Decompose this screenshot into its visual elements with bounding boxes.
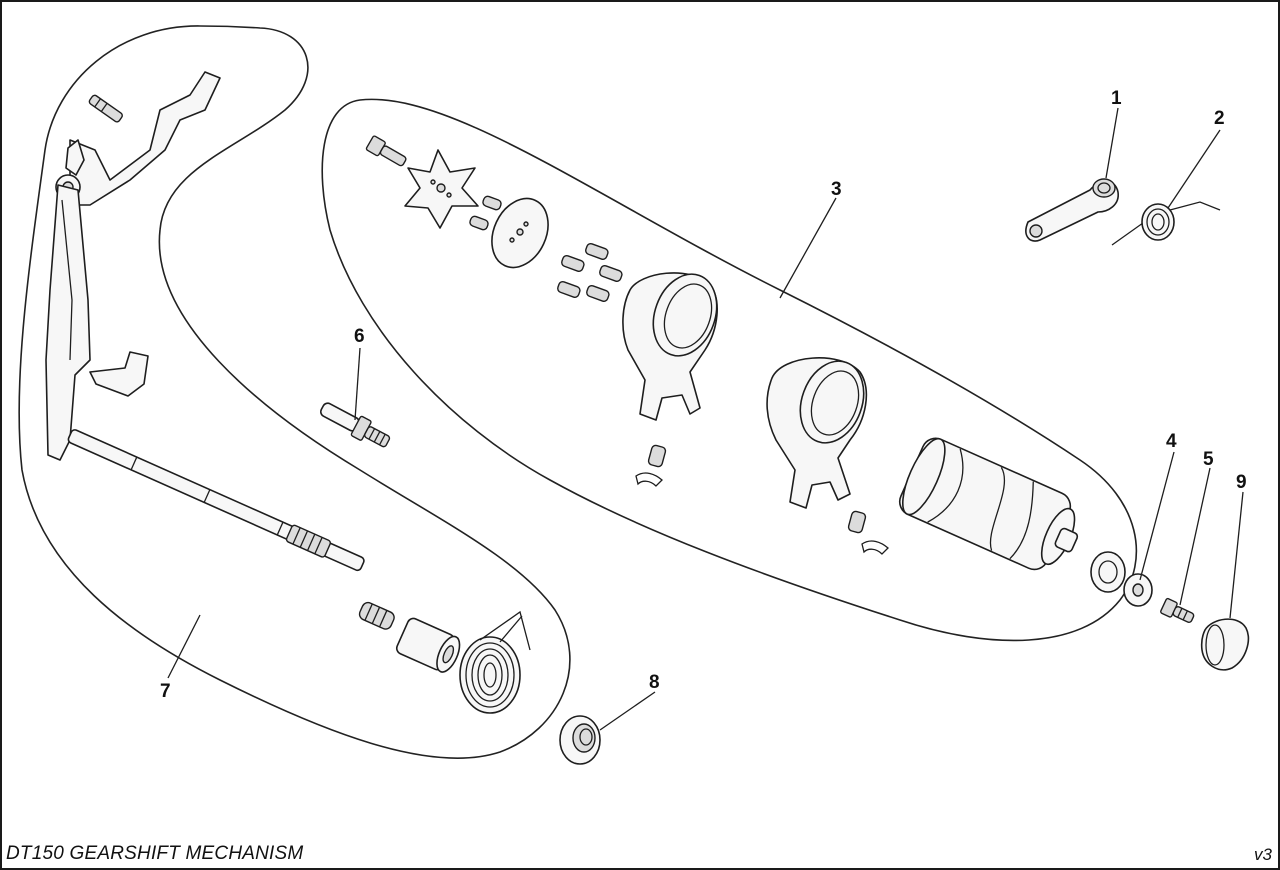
diagram-caption: DT150 GEARSHIFT MECHANISM: [6, 843, 304, 864]
callout-6: 6: [354, 326, 365, 347]
stud-bolt-part-6: [320, 402, 391, 448]
detent-lever-part-1: [1025, 178, 1119, 242]
leader-lines: [167, 107, 1244, 731]
oil-seal-part-8: [559, 715, 601, 765]
cap-part-9: [1200, 618, 1250, 671]
callout-2: 2: [1214, 108, 1225, 129]
washer-part-4: [1123, 573, 1153, 607]
shift-shaft-assembly: [45, 71, 531, 714]
callout-5: 5: [1203, 449, 1214, 470]
callout-4: 4: [1166, 431, 1177, 452]
shift-drum: [898, 437, 1079, 571]
group-outline-shift-drum: [321, 98, 1138, 642]
shift-fork-2: [766, 357, 868, 509]
shift-fork-1: [622, 272, 718, 421]
callout-1: 1: [1111, 88, 1122, 109]
shift-drum-group: [365, 135, 1079, 571]
callout-7: 7: [160, 681, 171, 702]
callout-8: 8: [649, 672, 660, 693]
drum-bearing: [1090, 551, 1126, 593]
group-outline-shift-shaft: [18, 25, 571, 759]
callout-9: 9: [1236, 472, 1247, 493]
torsion-spring-part-2: [1111, 201, 1221, 246]
return-spring: [459, 610, 531, 714]
callout-labels: 1 2 3 4 5 6 7 8 9: [160, 88, 1247, 702]
version-label: v3: [1254, 845, 1272, 864]
callout-3: 3: [831, 179, 842, 200]
screw-part-5: [1160, 597, 1195, 624]
